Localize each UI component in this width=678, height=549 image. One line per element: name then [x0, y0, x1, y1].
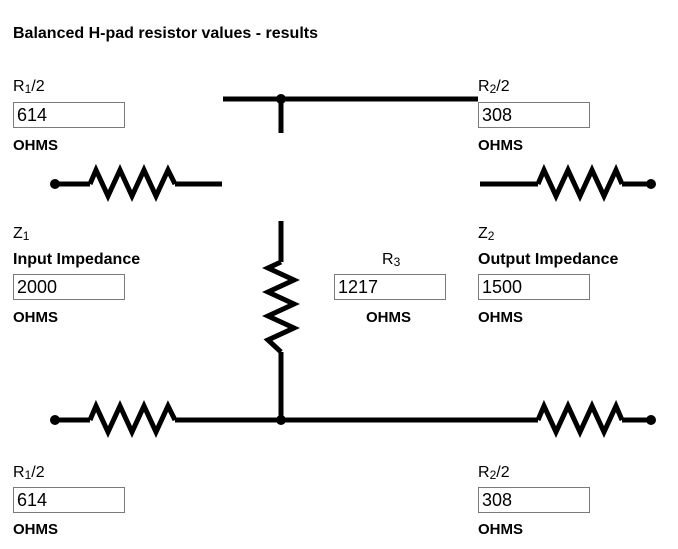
- input-impedance-label: Input Impedance: [13, 251, 141, 268]
- top-junction-dot: [276, 94, 286, 104]
- r1-bottom-field[interactable]: [13, 487, 125, 513]
- bottom-junction-dot: [276, 415, 286, 425]
- top-right-resistor: [535, 163, 625, 202]
- r3-field[interactable]: [334, 274, 446, 300]
- z2-label: Z2: [478, 225, 495, 243]
- r2-bottom-field[interactable]: [478, 487, 590, 513]
- r2-bottom-ohms-label: OHMS: [478, 521, 523, 538]
- page-title: Balanced H-pad resistor values - results: [13, 25, 318, 42]
- z1-label: Z1: [13, 225, 30, 243]
- r2-top-field[interactable]: [478, 102, 590, 128]
- r2-top-label: R2/2: [478, 78, 510, 96]
- r1-top-ohms-label: OHMS: [13, 137, 58, 154]
- top-left-resistor: [87, 163, 178, 202]
- z2-ohms-label: OHMS: [478, 309, 523, 326]
- r2-bottom-label: R2/2: [478, 464, 510, 482]
- terminal-top-right: [646, 179, 656, 189]
- r1-top-label: R1/2: [13, 78, 45, 96]
- terminal-top-left: [50, 179, 60, 189]
- terminal-bottom-right: [646, 415, 656, 425]
- z1-field[interactable]: [13, 274, 125, 300]
- r2-top-ohms-label: OHMS: [478, 137, 523, 154]
- r3-ohms-label: OHMS: [366, 309, 411, 326]
- z1-ohms-label: OHMS: [13, 309, 58, 326]
- r1-bottom-ohms-label: OHMS: [13, 521, 58, 538]
- r1-top-field[interactable]: [13, 102, 125, 128]
- terminal-bottom-left: [50, 415, 60, 425]
- r3-label: R3: [382, 251, 401, 269]
- z2-field[interactable]: [478, 274, 590, 300]
- bottom-right-resistor: [535, 399, 625, 438]
- output-impedance-label: Output Impedance: [478, 251, 619, 268]
- r1-bottom-label: R1/2: [13, 464, 45, 482]
- r3-resistor: [262, 259, 300, 354]
- bottom-left-resistor: [87, 399, 178, 438]
